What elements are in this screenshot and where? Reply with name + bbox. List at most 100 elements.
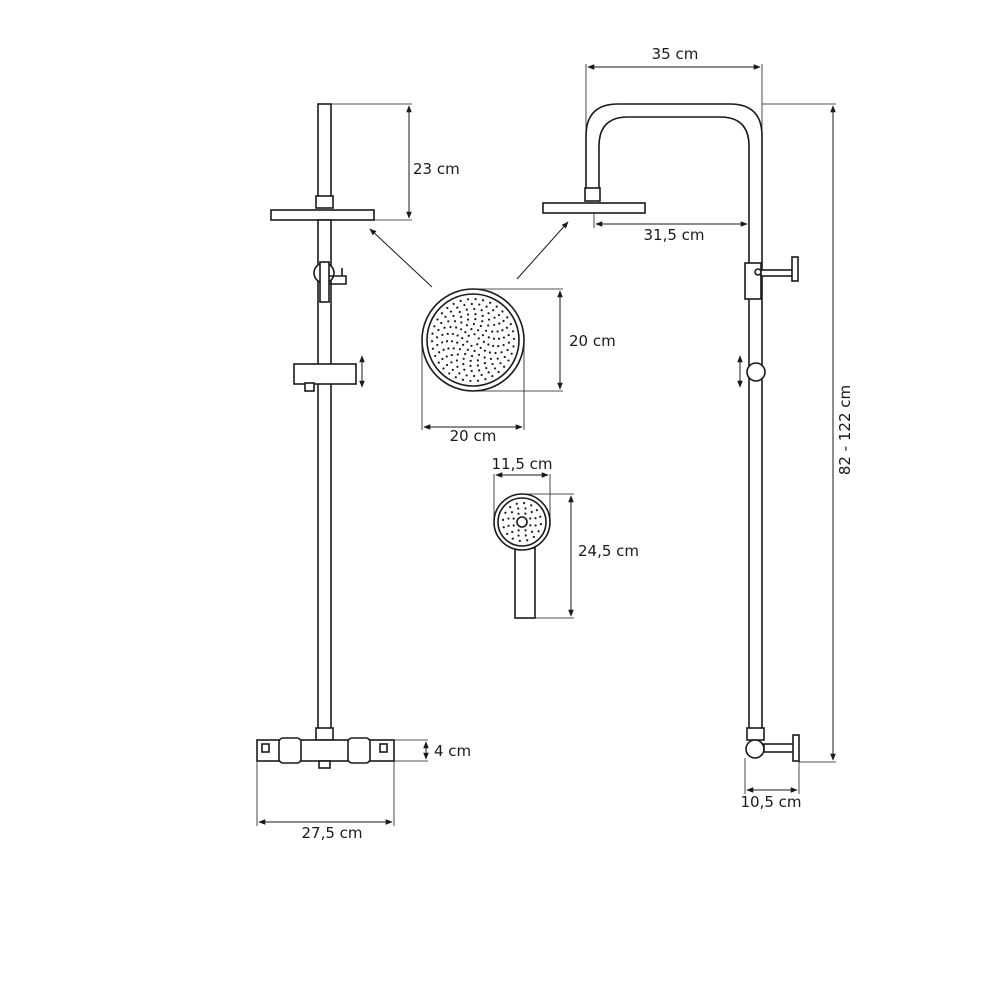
nozzle-dot (502, 319, 505, 323)
nozzle-dot (447, 347, 450, 350)
side-top-bracket-arm (760, 269, 794, 277)
nozzle-dot (506, 532, 509, 535)
rain-head-dimensions: 20 cm 20 cm (421, 288, 616, 445)
nozzle-dot (466, 340, 469, 343)
nozzle-dot (539, 523, 542, 526)
nozzle-dot (440, 312, 444, 315)
front-slider-holder (293, 363, 357, 385)
nozzle-dot (492, 344, 495, 348)
nozzle-dot (445, 340, 449, 343)
nozzle-dot (505, 326, 508, 329)
nozzle-dot (477, 337, 480, 340)
nozzle-dot (488, 351, 491, 354)
nozzle-dot (511, 537, 514, 540)
nozzle-dot (446, 332, 449, 335)
nozzle-dot (436, 343, 439, 347)
nozzle-dot (442, 367, 445, 370)
nozzle-dot (450, 361, 453, 364)
side-arm-joint (584, 187, 601, 202)
thermostat-right-mark (379, 743, 388, 753)
nozzle-dot (435, 336, 439, 339)
nozzle-dot (485, 305, 488, 308)
rain-head-inner-ring (426, 293, 520, 387)
nozzle-dot (489, 357, 493, 360)
nozzle-dot (481, 334, 484, 337)
nozzle-dot (455, 326, 458, 329)
nozzle-dot (456, 365, 459, 368)
nozzle-dot (482, 340, 485, 343)
nozzle-dot (470, 369, 473, 373)
nozzle-dot (464, 331, 467, 334)
nozzle-dot (512, 345, 515, 348)
nozzle-dot (454, 376, 457, 379)
nozzle-dot (535, 509, 538, 512)
nozzle-dot (499, 362, 502, 365)
thermostat-left-mark (261, 743, 270, 753)
nozzle-dot (502, 365, 506, 368)
side-rain-head (542, 202, 646, 214)
nozzle-dot (433, 325, 436, 328)
label-hand-width: 11,5 cm (491, 455, 552, 473)
nozzle-dot (529, 524, 532, 527)
label-total-height: 82 - 122 cm (836, 385, 854, 475)
nozzle-dot (484, 377, 487, 381)
nozzle-dot (518, 539, 521, 542)
nozzle-dot (529, 517, 532, 520)
nozzle-dot (458, 310, 461, 314)
nozzle-dot (534, 517, 537, 520)
nozzle-dot (539, 515, 542, 518)
hand-shower-outer (493, 493, 551, 551)
nozzle-dot (491, 362, 494, 366)
nozzle-dot (532, 535, 535, 538)
nozzle-dot (443, 326, 446, 329)
nozzle-dot (477, 329, 480, 332)
side-bottom-bracket-arm (763, 743, 795, 753)
nozzle-dot (465, 374, 468, 377)
nozzle-dot (492, 309, 495, 312)
nozzle-dot (479, 324, 482, 328)
nozzle-dot (510, 511, 514, 514)
nozzle-dot (460, 328, 463, 331)
nozzle-dot (453, 320, 457, 323)
nozzle-dot (485, 366, 488, 370)
nozzle-dot (507, 524, 510, 527)
nozzle-dot (511, 330, 515, 333)
thermostat-left-ring (278, 737, 302, 764)
nozzle-dot (466, 318, 470, 321)
nozzle-dot (476, 359, 480, 362)
nozzle-dot (500, 351, 503, 354)
nozzle-dot (462, 343, 465, 346)
nozzle-dot (470, 328, 473, 331)
nozzle-dot (498, 322, 501, 325)
thermostat-right-ring (347, 737, 371, 764)
nozzle-dot (509, 506, 512, 509)
nozzle-dot (451, 332, 454, 336)
nozzle-dot (456, 341, 459, 344)
front-slider-clip (304, 382, 315, 392)
hand-shower-detail (493, 493, 551, 619)
nozzle-dot (477, 353, 481, 356)
nozzle-dot (478, 303, 481, 306)
front-bottom-joint (315, 727, 334, 741)
nozzle-dot (452, 302, 455, 305)
rain-head-nozzles (430, 297, 516, 383)
nozzle-dot (456, 353, 459, 356)
side-top-bracket-plate (791, 256, 799, 282)
nozzle-dot (496, 357, 499, 360)
side-bottom-joint (746, 727, 765, 741)
nozzle-dot (450, 340, 454, 343)
nozzle-dot (493, 323, 496, 327)
nozzle-dot (465, 324, 469, 327)
nozzle-dot (524, 534, 527, 537)
nozzle-dot (469, 379, 472, 383)
hand-shower-handle (514, 547, 536, 619)
nozzle-dot (487, 312, 490, 315)
nozzle-dot (473, 333, 476, 336)
nozzle-dot (461, 378, 465, 381)
nozzle-dot (465, 308, 468, 311)
nozzle-dot (445, 355, 448, 358)
nozzle-dot (461, 337, 464, 340)
nozzle-dot (467, 334, 470, 337)
nozzle-dot (483, 362, 486, 365)
nozzle-dot (451, 368, 454, 371)
